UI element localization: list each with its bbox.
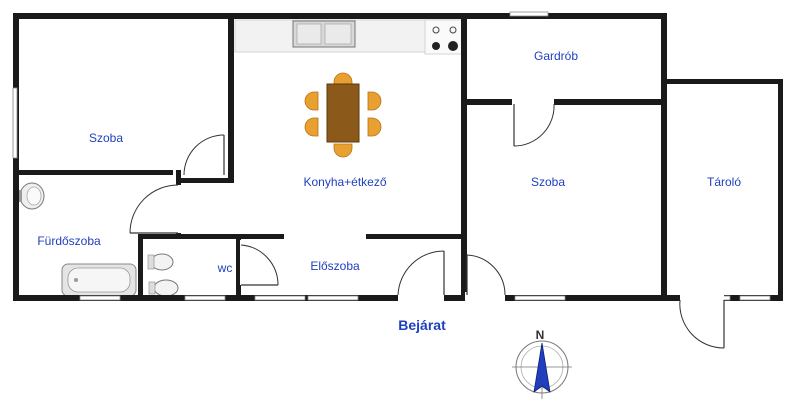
chair-left-2	[304, 117, 319, 137]
room-label-tarolo: Tároló	[707, 175, 741, 189]
dining-table	[326, 83, 360, 143]
doors	[129, 98, 725, 349]
windows	[12, 11, 771, 301]
room-label-konyha: Konyha+étkező	[303, 175, 386, 189]
entrance-label: Bejárat	[398, 317, 446, 333]
dining-set	[304, 72, 382, 158]
walls	[13, 13, 783, 301]
chair-top	[333, 72, 353, 87]
stove-burner-4	[448, 41, 458, 51]
chair-right-2	[367, 117, 382, 137]
kitchen-sink-basin-2	[324, 23, 352, 45]
room-label-furdoszoba: Fürdőszoba	[37, 234, 101, 248]
compass-needle	[533, 342, 551, 393]
toilet	[147, 253, 174, 271]
stove-burner-2	[449, 26, 457, 34]
stove-burner-1	[432, 26, 440, 34]
room-label-szoba-right: Szoba	[531, 175, 565, 189]
room-label-szoba-left: Szoba	[89, 131, 123, 145]
compass-north-label: N	[536, 328, 545, 342]
kitchen-sink-basin-1	[296, 23, 322, 45]
bathtub	[61, 263, 137, 297]
bidet	[148, 279, 179, 297]
chair-left-1	[304, 91, 319, 111]
room-label-gardrob: Gardrób	[534, 49, 578, 63]
chair-bottom	[333, 143, 353, 158]
room-label-eloszoba: Előszoba	[310, 259, 360, 273]
bathroom-sink	[18, 182, 45, 210]
stove-burner-3	[432, 42, 440, 50]
room-label-wc: wc	[217, 261, 233, 275]
compass-rose: N	[512, 328, 572, 399]
chair-right-1	[367, 91, 382, 111]
